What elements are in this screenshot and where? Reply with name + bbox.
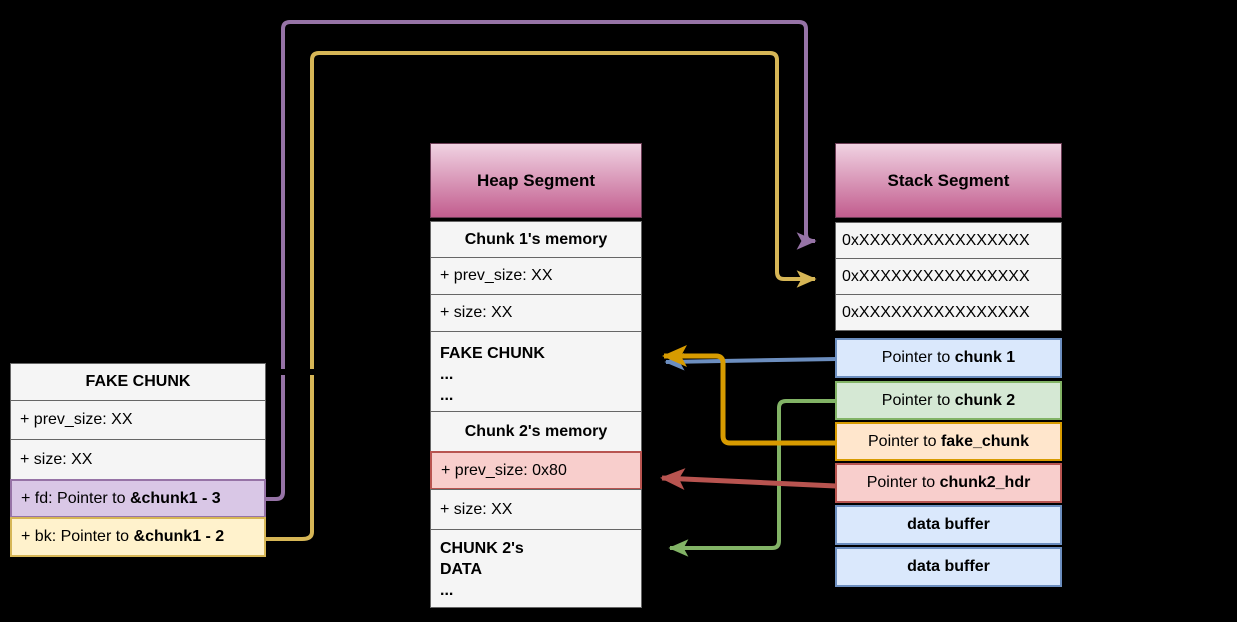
heap-row-chunk1-size: + size: XX bbox=[430, 294, 642, 332]
fake-chunk-line: FAKE CHUNK bbox=[440, 345, 545, 362]
arrow-ptr-chunk2-to-chunk2-data bbox=[668, 399, 836, 557]
arrow-ptr-chunk1-to-fake-chunk bbox=[664, 352, 837, 371]
heap-segment-title: Heap Segment bbox=[476, 170, 596, 190]
stack-segment-header: Stack Segment bbox=[835, 143, 1062, 218]
stack-segment-title: Stack Segment bbox=[887, 170, 1010, 190]
prev-size-label: + prev_size: XX bbox=[20, 411, 133, 428]
heap-row-chunk1-prev-size: + prev_size: XX bbox=[430, 257, 642, 295]
stack-row-ptr-chunk2: Pointer to chunk 2 bbox=[835, 381, 1062, 420]
line-cross-artifact bbox=[309, 369, 315, 375]
data-buffer-label: data buffer bbox=[907, 558, 990, 575]
stack-row-ptr-fake-chunk: Pointer to fake_chunk bbox=[835, 422, 1062, 461]
address-value: 0xXXXXXXXXXXXXXXXX bbox=[842, 231, 1030, 249]
fake-chunk-title: FAKE CHUNK bbox=[10, 363, 266, 401]
fake-chunk-line: ... bbox=[440, 366, 454, 383]
stack-row-ptr-chunk1: Pointer to chunk 1 bbox=[835, 338, 1062, 378]
ptr-chunk1-label: Pointer to chunk 1 bbox=[881, 349, 1016, 366]
fake-chunk-title-label: FAKE CHUNK bbox=[85, 373, 191, 390]
heap-segment-header: Heap Segment bbox=[430, 143, 642, 218]
arrow-ptr-fake-chunk-to-fake-chunk bbox=[661, 345, 836, 446]
stack-row-data-buffer-1: data buffer bbox=[835, 505, 1062, 545]
heap-segment-table: Heap Segment Chunk 1's memory + prev_siz… bbox=[430, 143, 642, 608]
line-cross-artifact bbox=[280, 369, 286, 375]
chunk2-memory-label: Chunk 2's memory bbox=[464, 422, 608, 440]
chunk2-data-line: ... bbox=[440, 582, 454, 599]
chunk2-data-line: DATA bbox=[440, 561, 483, 578]
heap-row-chunk2-data: CHUNK 2's DATA ... bbox=[430, 529, 642, 608]
address-value: 0xXXXXXXXXXXXXXXXX bbox=[842, 267, 1030, 285]
heap-row-chunk2-size: + size: XX bbox=[430, 489, 642, 530]
ptr-chunk2-label: Pointer to chunk 2 bbox=[881, 391, 1016, 409]
stack-segment-table: Stack Segment 0xXXXXXXXXXXXXXXXX 0xXXXXX… bbox=[835, 143, 1062, 587]
heap-row-chunk2-memory: Chunk 2's memory bbox=[430, 411, 642, 452]
stack-row-data-buffer-2: data buffer bbox=[835, 547, 1062, 587]
fake-chunk-row-size: + size: XX bbox=[10, 439, 266, 480]
chunk1-memory-label: Chunk 1's memory bbox=[464, 230, 608, 248]
heap-row-chunk2-prev-size: + prev_size: 0x80 bbox=[430, 451, 642, 490]
stack-row-address-3: 0xXXXXXXXXXXXXXXXX bbox=[835, 294, 1062, 331]
chunk2-size-label: + size: XX bbox=[440, 500, 513, 518]
fake-chunk-table: FAKE CHUNK + prev_size: XX + size: XX + … bbox=[10, 363, 266, 557]
heap-row-fake-chunk: FAKE CHUNK ... ... bbox=[430, 331, 642, 412]
ptr-fake-chunk-label: Pointer to fake_chunk bbox=[868, 432, 1029, 450]
heap-row-chunk1-memory: Chunk 1's memory bbox=[430, 221, 642, 258]
chunk2-prev-size-label: + prev_size: 0x80 bbox=[441, 461, 567, 479]
chunk1-prev-size-label: + prev_size: XX bbox=[440, 267, 553, 284]
chunk2-data-line: CHUNK 2's bbox=[440, 540, 524, 557]
bk-label: + bk: Pointer to &chunk1 - 2 bbox=[21, 528, 225, 545]
arrow-ptr-chunk2-hdr-to-prev-size bbox=[660, 468, 837, 491]
fake-chunk-line: ... bbox=[440, 387, 454, 404]
fake-chunk-row-fd: + fd: Pointer to &chunk1 - 3 bbox=[10, 479, 266, 518]
fake-chunk-row-prev-size: + prev_size: XX bbox=[10, 400, 266, 440]
data-buffer-label: data buffer bbox=[907, 516, 990, 533]
stack-row-address-1: 0xXXXXXXXXXXXXXXXX bbox=[835, 222, 1062, 259]
size-label: + size: XX bbox=[20, 450, 93, 468]
fake-chunk-row-bk: + bk: Pointer to &chunk1 - 2 bbox=[10, 517, 266, 557]
fd-label: + fd: Pointer to &chunk1 - 3 bbox=[21, 489, 221, 507]
stack-row-address-2: 0xXXXXXXXXXXXXXXXX bbox=[835, 258, 1062, 295]
ptr-chunk2-hdr-label: Pointer to chunk2_hdr bbox=[866, 474, 1031, 491]
address-value: 0xXXXXXXXXXXXXXXXX bbox=[842, 303, 1030, 321]
stack-row-ptr-chunk2-hdr: Pointer to chunk2_hdr bbox=[835, 463, 1062, 503]
chunk1-size-label: + size: XX bbox=[440, 304, 513, 321]
